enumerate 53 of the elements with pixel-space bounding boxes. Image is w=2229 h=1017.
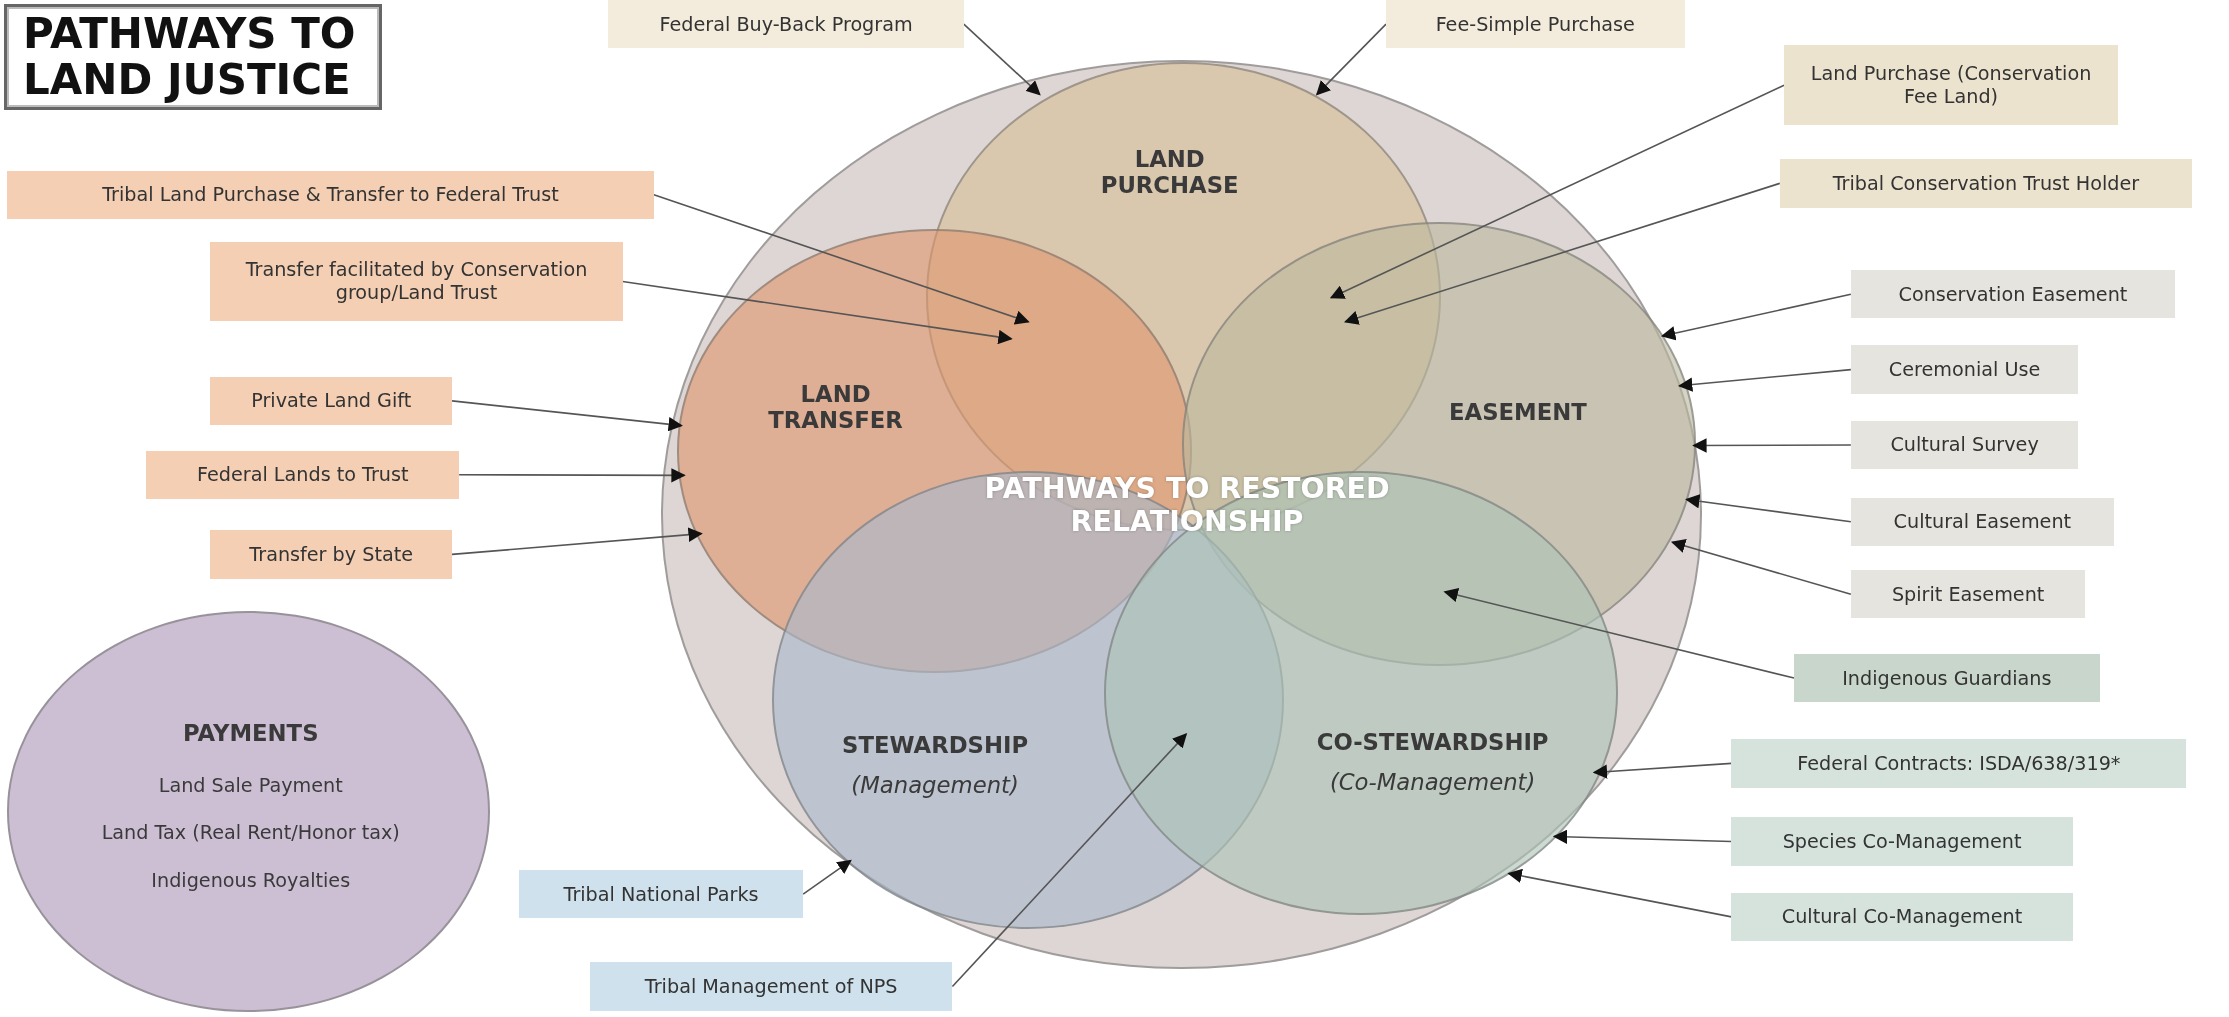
list-item: Land Sale Payment: [157, 773, 344, 797]
leader-arrow: [1315, 23, 1387, 96]
callout-label: Species Co-Management: [1731, 817, 2073, 866]
circle-label: PAYMENTS: [182, 719, 320, 746]
callout-label: Tribal National Parks: [518, 870, 804, 919]
callout-label: Tribal Land Purchase & Transfer to Federal Trust: [7, 170, 654, 219]
title: PATHWAYS TO LAND JUSTICE: [4, 4, 382, 111]
circle-label: LAND TRANSFER: [767, 380, 904, 433]
circle-subtitle: (Co-Management): [1328, 768, 1537, 795]
callout-label: Ceremonial Use: [1850, 345, 2079, 394]
leader-arrow: [1329, 84, 1785, 299]
callout-label: Land Purchase (Conservation Fee Land): [1784, 45, 2119, 126]
list-item: Indigenous Royalties: [150, 869, 352, 893]
callout-label: Cultural Co-Management: [1731, 892, 2073, 942]
leader-arrow: [458, 468, 686, 483]
leader-arrow: [451, 400, 683, 432]
callout-label: Cultural Easement: [1850, 497, 2114, 546]
leader-arrow: [621, 280, 1013, 345]
leader-arrow: [802, 859, 852, 895]
callout-label: Tribal Management of NPS: [589, 962, 953, 1011]
leader-arrow: [1670, 538, 1852, 595]
circle-label: STEWARDSHIP: [841, 731, 1030, 758]
leader-arrow: [451, 527, 703, 556]
leader-arrow: [1685, 494, 1852, 523]
callout-label: Cultural Survey: [1850, 420, 2079, 470]
leader-arrow: [1692, 438, 1852, 453]
callout-label: Indigenous Guardians: [1794, 653, 2100, 703]
leader-arrow: [1660, 293, 1852, 341]
list-item: Land Tax (Real Rent/Honor tax): [100, 820, 401, 844]
callout-label: Tribal Conservation Trust Holder: [1779, 159, 2193, 208]
leader-arrow: [1443, 588, 1795, 679]
circle-label: LAND PURCHASE: [1099, 146, 1240, 199]
leader-arrow: [653, 193, 1030, 325]
leader-arrow: [1344, 182, 1781, 325]
callout-label: Transfer by State: [210, 530, 453, 579]
callout-label: Fee-Simple Purchase: [1386, 0, 1685, 49]
leader-arrow: [1552, 829, 1733, 844]
leader-arrow: [951, 733, 1188, 988]
circle-subtitle: (Management): [850, 771, 1020, 798]
callout-label: Transfer facilitated by Conservation group/Land Trust: [210, 241, 623, 322]
leader-arrow: [1678, 368, 1852, 392]
callout-label: Conservation Easement: [1850, 270, 2175, 319]
callout-label: Spirit Easement: [1850, 570, 2086, 619]
callout-label: Federal Contracts: ISDA/638/319*: [1731, 739, 2187, 788]
center-label: PATHWAYS TO RESTORED RELATIONSHIP: [983, 471, 1391, 538]
leader-arrow: [1507, 868, 1733, 918]
circle-label: CO-STEWARDSHIP: [1315, 729, 1550, 755]
leader-arrow: [1592, 762, 1733, 779]
leader-arrow: [963, 23, 1041, 96]
callout-label: Federal Buy-Back Program: [608, 0, 964, 49]
callout-label: Federal Lands to Trust: [146, 450, 460, 499]
callout-label: Private Land Gift: [210, 376, 453, 426]
circle-label: EASEMENT: [1448, 399, 1588, 426]
